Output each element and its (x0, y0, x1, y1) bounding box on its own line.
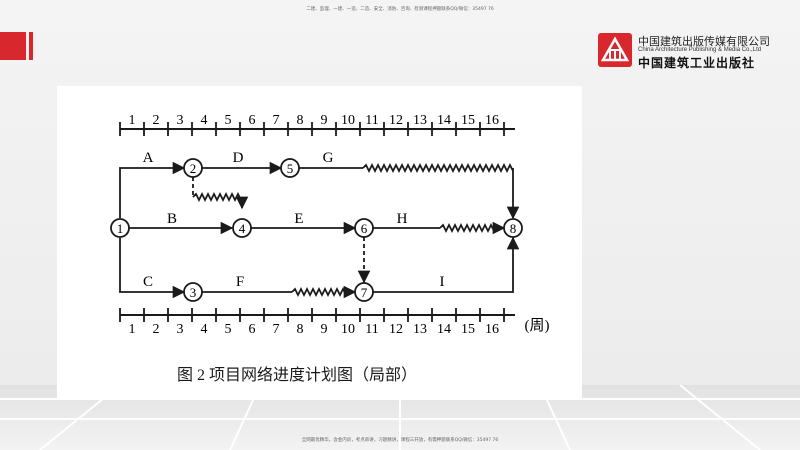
top-tick-label: 11 (365, 113, 378, 128)
bottom-notice: 全网最优精华，含金内训，考点串讲，习题精讲，课程三开放，有需押题联系QQ/微信：… (301, 438, 499, 443)
bottom-tick-label: 10 (341, 322, 355, 337)
node-6-label: 6 (361, 221, 368, 236)
bottom-tick-label: 15 (461, 322, 475, 337)
figure-caption: 图 2 项目网络进度计划图（局部） (177, 365, 417, 384)
bottom-tick-label: 2 (153, 322, 160, 337)
top-tick-label: 6 (249, 113, 256, 128)
node-3-label: 3 (190, 285, 197, 300)
bottom-tick-label: 12 (389, 322, 403, 337)
node-1-label: 1 (117, 221, 124, 236)
top-tick-label: 5 (225, 113, 232, 128)
free-float-wave-dummy (192, 191, 242, 203)
node-6: 6 (354, 218, 374, 238)
activity-label-i: I (440, 274, 445, 290)
figure-panel: 1 2 3 4 5 6 7 8 9 10 11 12 13 14 15 16 1… (57, 86, 582, 398)
top-tick-label: 7 (273, 113, 280, 128)
top-tick-label: 1 (129, 113, 136, 128)
activity-arrow-i (373, 236, 520, 293)
free-float-wave-f (291, 286, 347, 298)
node-2: 2 (183, 158, 203, 178)
bottom-tick-label: 9 (321, 322, 328, 337)
unit-label: (周) (525, 317, 550, 334)
accent-bar (0, 32, 26, 60)
activity-arrow-c (119, 238, 186, 299)
activity-label-e: E (294, 211, 303, 227)
bottom-tick-label: 16 (485, 322, 499, 337)
top-tick-label: 2 (153, 113, 160, 128)
top-scale-labels: 1 2 3 4 5 6 7 8 9 10 11 12 13 14 15 16 (129, 113, 500, 128)
bottom-scale-labels: 1 2 3 4 5 6 7 8 9 10 11 12 13 14 15 16 (129, 322, 500, 337)
node-4-label: 4 (239, 221, 246, 236)
activity-arrow-a (119, 161, 186, 218)
activity-label-h: H (397, 211, 408, 227)
bottom-tick-label: 13 (413, 322, 427, 337)
top-tick-label: 15 (461, 113, 475, 128)
activity-label-c: C (143, 274, 153, 290)
top-tick-label: 4 (201, 113, 208, 128)
top-tick-label: 8 (297, 113, 304, 128)
free-float-wave-g (362, 162, 514, 174)
node-1: 1 (110, 218, 130, 238)
activity-label-d: D (233, 150, 244, 166)
activity-label-g: G (323, 150, 334, 166)
bottom-tick-label: 3 (177, 322, 184, 337)
publisher-name-calligraphy: 中国建筑工业出版社 (638, 56, 756, 70)
node-5-label: 5 (287, 161, 294, 176)
bottom-tick-label: 8 (297, 322, 304, 337)
node-3: 3 (183, 282, 203, 302)
top-tick-label: 12 (389, 113, 403, 128)
top-scale-ticks (119, 122, 505, 136)
network-diagram: 1 2 3 4 5 6 7 8 9 10 11 12 13 14 15 16 1… (110, 113, 550, 384)
top-notice: 二建、监理、一建、一造、二造、安全、消防、咨询、检测课程押题联系QQ/微信：35… (306, 7, 494, 12)
bottom-tick-label: 4 (201, 322, 208, 337)
publisher-name-cn: 中国建筑出版传媒有限公司 (638, 35, 770, 48)
bottom-tick-label: 6 (249, 322, 256, 337)
activity-label-b: B (167, 211, 177, 227)
bottom-tick-label: 5 (225, 322, 232, 337)
node-2-label: 2 (190, 161, 197, 176)
node-7-label: 7 (361, 285, 368, 300)
activity-label-a: A (143, 150, 154, 166)
bottom-tick-label: 7 (273, 322, 280, 337)
node-8: 8 (503, 218, 523, 238)
top-tick-label: 10 (341, 113, 355, 128)
bottom-scale-ticks (119, 308, 505, 322)
publisher-name-en: China Architecture Publishing & Media Co… (638, 47, 762, 53)
top-tick-label: 3 (177, 113, 184, 128)
bottom-tick-label: 1 (129, 322, 136, 337)
publisher-logo-icon (598, 33, 632, 67)
node-7: 7 (354, 282, 374, 302)
free-float-wave-h (439, 222, 498, 234)
node-5: 5 (280, 158, 300, 178)
bottom-tick-label: 11 (365, 322, 378, 337)
activity-arrows (119, 161, 520, 299)
top-tick-label: 16 (485, 113, 499, 128)
node-4: 4 (232, 218, 252, 238)
top-tick-label: 9 (321, 113, 328, 128)
node-8-label: 8 (510, 221, 517, 236)
activity-label-f: F (236, 274, 244, 290)
bottom-tick-label: 14 (437, 322, 451, 337)
top-tick-label: 13 (413, 113, 427, 128)
accent-bar-thin (29, 32, 33, 60)
top-tick-label: 14 (437, 113, 451, 128)
